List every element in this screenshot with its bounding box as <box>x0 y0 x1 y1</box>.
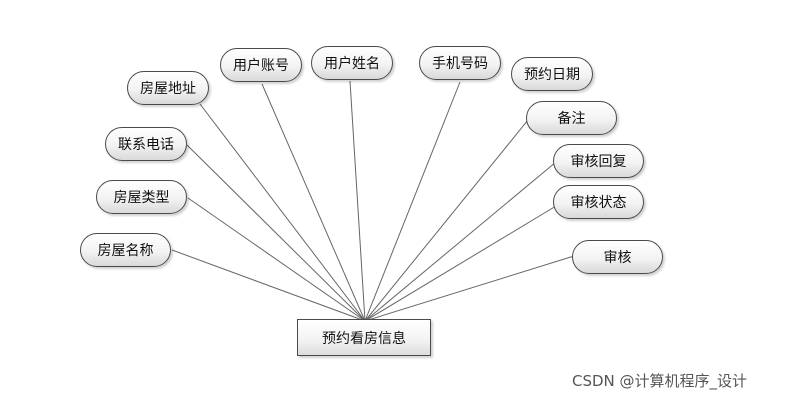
entity-yuyue-kanfang-xinxi: 预约看房信息 <box>297 319 431 356</box>
line-yonghu-xingming <box>349 80 366 322</box>
line-shenhe-zhuangtai <box>364 205 557 322</box>
attr-fangwu-dizhi: 房屋地址 <box>127 71 209 105</box>
line-fangwu-dizhi <box>199 103 366 322</box>
attr-shenhe-huifu: 审核回复 <box>553 144 644 178</box>
line-beizhu <box>364 119 529 322</box>
line-shenhe-huifu <box>364 161 557 322</box>
attr-yuyue-riqi: 预约日期 <box>511 57 593 91</box>
line-yonghu-zhanghao <box>261 83 366 322</box>
attr-yonghu-zhanghao: 用户账号 <box>220 48 302 82</box>
attr-beizhu: 备注 <box>526 101 617 135</box>
attr-lianxi-dianhua: 联系电话 <box>105 127 187 161</box>
attr-shenhe-zhuangtai: 审核状态 <box>553 185 644 219</box>
line-shouji-haoma <box>364 81 461 322</box>
attr-yonghu-xingming: 用户姓名 <box>311 46 393 80</box>
line-lianxi-dianhua <box>186 144 366 322</box>
line-fangwu-leixing <box>187 197 366 322</box>
attr-fangwu-leixing: 房屋类型 <box>96 180 187 214</box>
attr-shenhe: 审核 <box>572 240 663 274</box>
attr-fangwu-mingcheng: 房屋名称 <box>80 233 171 267</box>
attr-shouji-haoma: 手机号码 <box>419 46 501 80</box>
line-shenhe <box>364 255 575 322</box>
watermark: CSDN @计算机程序_设计 <box>572 372 748 390</box>
line-fangwu-mingcheng <box>171 249 366 322</box>
